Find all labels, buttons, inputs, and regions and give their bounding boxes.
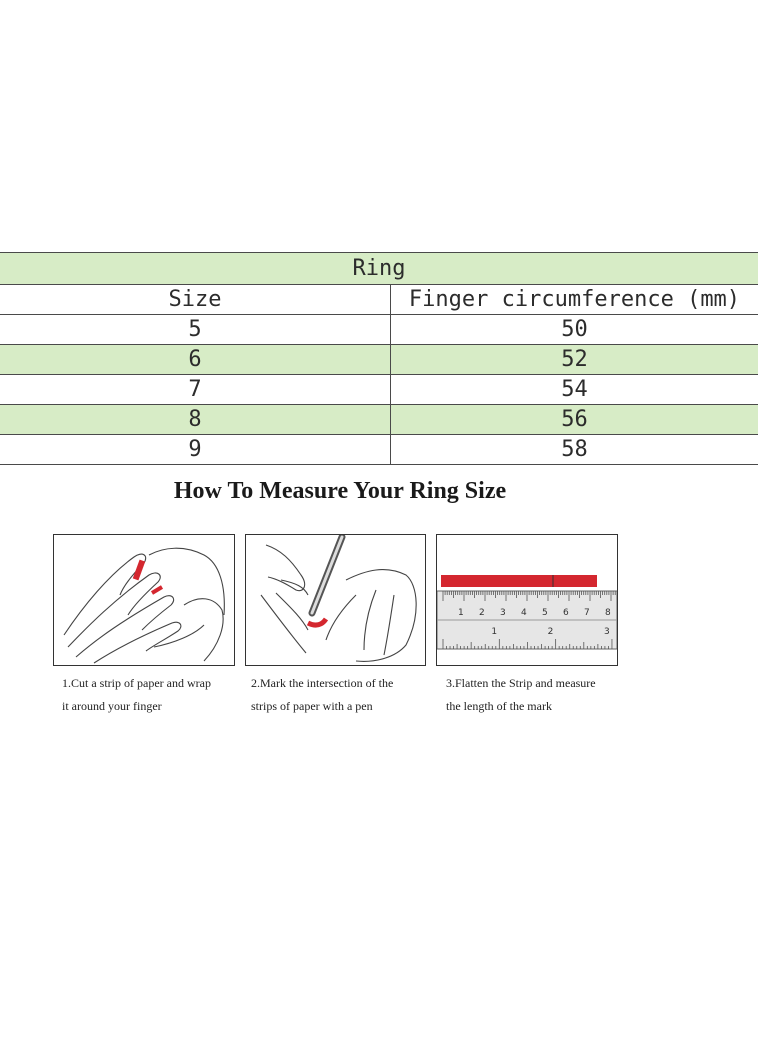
ruler-cm-label: 5: [542, 608, 548, 618]
ruler-ticks: [442, 591, 616, 649]
step-3-text-line1: 3.Flatten the Strip and measure: [446, 676, 596, 690]
ruler-cm-label: 3: [500, 608, 506, 618]
ring-size-table: Ring Size Finger circumference (mm) 5 50…: [0, 252, 758, 465]
step-3-caption: 3.Flatten the Strip and measure the leng…: [446, 672, 596, 718]
hand-wrap-icon: [63, 547, 225, 664]
cell-circumference: 56: [390, 404, 758, 435]
ruler-cm-label: 4: [521, 608, 527, 618]
cell-circumference: 50: [390, 314, 758, 345]
ruler-inch-label: 2: [548, 627, 554, 637]
ruler-cm-label: 1: [458, 608, 464, 618]
paper-strip: [441, 575, 597, 587]
pen-mark-icon: [260, 533, 417, 662]
cell-size: 9: [0, 434, 391, 465]
measure-heading: How To Measure Your Ring Size: [173, 478, 507, 504]
table-title-row: Ring: [0, 252, 758, 285]
table-row: 5 50: [0, 314, 758, 345]
table-title: Ring: [0, 252, 758, 285]
ruler-cm-label: 8: [605, 608, 611, 618]
header-size: Size: [0, 284, 391, 315]
table-row: 9 58: [0, 434, 758, 465]
step-2-caption: 2.Mark the intersection of the strips of…: [251, 672, 393, 718]
cell-size: 6: [0, 344, 391, 375]
table-header-row: Size Finger circumference (mm): [0, 284, 758, 315]
cell-size: 5: [0, 314, 391, 345]
header-circumference: Finger circumference (mm): [390, 284, 758, 315]
ruler-cm-label: 6: [563, 608, 569, 618]
step-1-caption: 1.Cut a strip of paper and wrap it aroun…: [62, 672, 211, 718]
step-3-text-line2: the length of the mark: [446, 699, 552, 713]
step-2-text-line1: 2.Mark the intersection of the: [251, 676, 394, 690]
step-1-text-line2: it around your finger: [62, 699, 162, 713]
table-row: 7 54: [0, 374, 758, 405]
step-1-text-line1: 1.Cut a strip of paper and wrap: [62, 676, 211, 690]
cell-size: 7: [0, 374, 391, 405]
table-row: 8 56: [0, 404, 758, 435]
ruler-cm-label: 7: [584, 608, 590, 618]
cell-circumference: 52: [390, 344, 758, 375]
cell-size: 8: [0, 404, 391, 435]
step-2-text-line2: strips of paper with a pen: [251, 699, 373, 713]
ruler-cm-label: 2: [479, 608, 485, 618]
cell-circumference: 54: [390, 374, 758, 405]
ruler-inch-label: 1: [491, 627, 497, 637]
step-2-panel: [245, 533, 426, 666]
cell-circumference: 58: [390, 434, 758, 465]
table-row: 6 52: [0, 344, 758, 375]
ruler-inch-label: 3: [604, 627, 610, 637]
step-1-panel: [53, 534, 235, 666]
